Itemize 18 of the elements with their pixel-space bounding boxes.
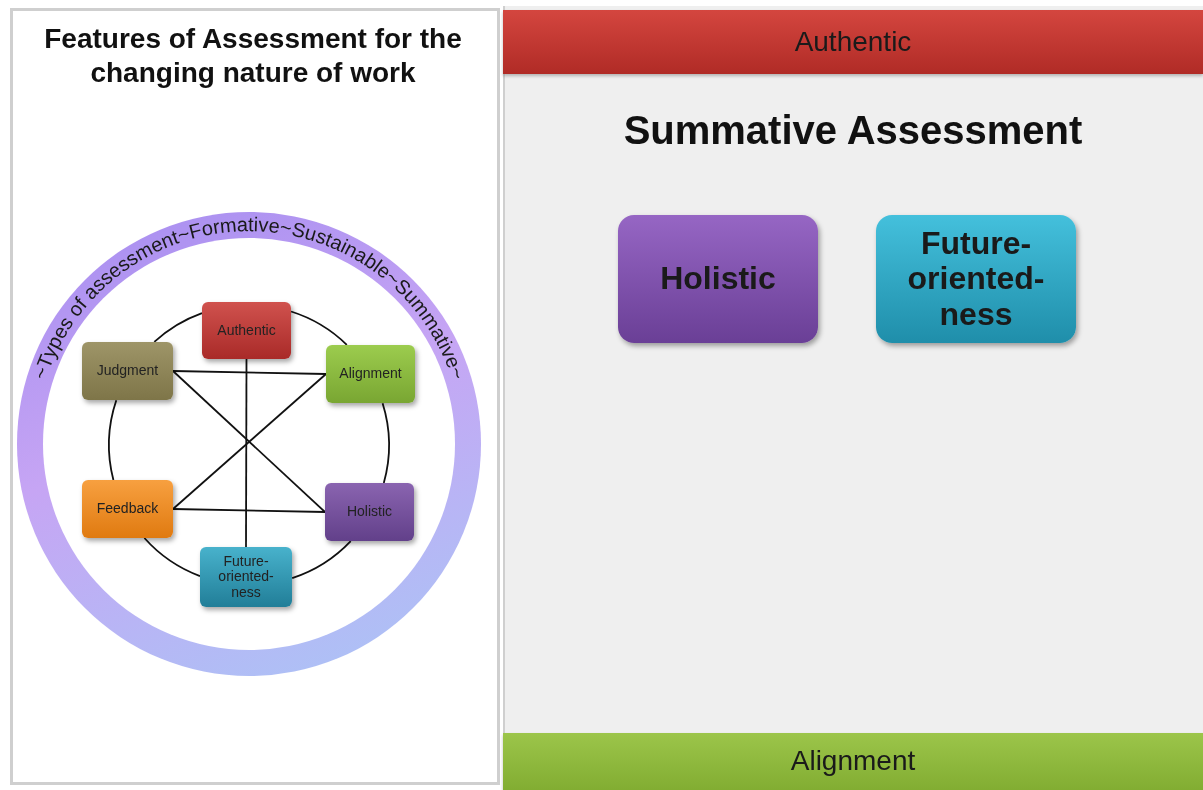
connector-line bbox=[153, 312, 203, 343]
feature-box: Feedback bbox=[82, 480, 173, 538]
feature-box: Future- oriented- ness bbox=[200, 547, 292, 607]
connector-line bbox=[245, 358, 248, 548]
feature-box: Future- oriented- ness bbox=[876, 215, 1076, 343]
connector-line bbox=[172, 370, 327, 375]
connector-line bbox=[108, 399, 118, 481]
title: Features of Assessment for the changing nature of work bbox=[43, 22, 463, 90]
feature-box: Holistic bbox=[618, 215, 818, 343]
feature-box: Holistic bbox=[325, 483, 414, 541]
connector-line bbox=[143, 537, 201, 577]
connector-line bbox=[291, 540, 352, 580]
connector-line bbox=[381, 402, 390, 484]
heading: Summative Assessment bbox=[622, 107, 1084, 154]
header-band: Alignment bbox=[503, 733, 1203, 790]
header-band: Authentic bbox=[503, 10, 1203, 74]
connector-line bbox=[290, 310, 348, 346]
connector-line bbox=[172, 508, 326, 513]
